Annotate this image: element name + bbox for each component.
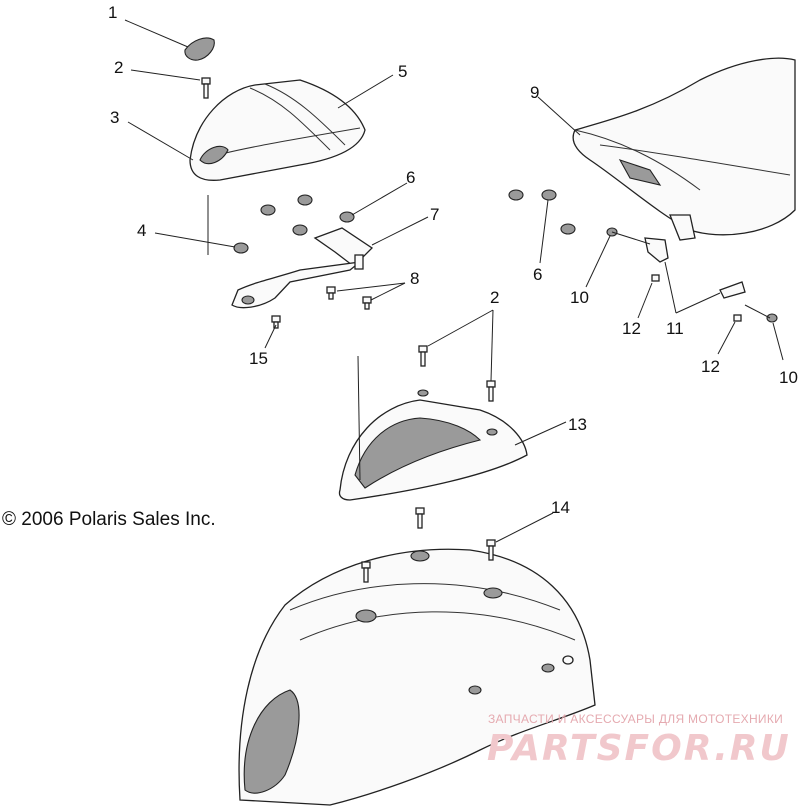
part-clips — [606, 227, 778, 323]
callout-10: 10 — [570, 288, 589, 307]
callout-11: 11 — [666, 319, 684, 338]
callout-2: 2 — [114, 58, 123, 77]
part-grommets-left — [233, 194, 355, 254]
part-passenger-seat — [189, 79, 366, 181]
part-bolt — [201, 77, 211, 99]
callout-5: 5 — [398, 62, 407, 81]
callout-1: 1 — [108, 3, 117, 22]
copyright-notice: © 2006 Polaris Sales Inc. — [2, 509, 216, 530]
callout-14: 14 — [551, 498, 570, 517]
callout-12b: 12 — [701, 357, 720, 376]
callout-12: 12 — [622, 319, 641, 338]
callout-15: 15 — [249, 349, 268, 368]
watermark-brand: PARTSFOR.RU — [487, 728, 791, 769]
part-rear-fender — [238, 507, 596, 806]
callout-10b: 10 — [779, 368, 798, 387]
callout-4: 4 — [137, 221, 146, 240]
part-bracket — [231, 227, 374, 309]
callout-6b: 6 — [533, 265, 542, 284]
part-cap — [184, 37, 215, 61]
leader-lines — [124, 19, 784, 543]
watermark-tagline: ЗАПЧАСТИ И АКСЕССУАРЫ ДЛЯ МОТОТЕХНИКИ — [488, 712, 783, 726]
callout-13: 13 — [568, 415, 587, 434]
part-screws — [271, 286, 372, 329]
callout-7: 7 — [430, 205, 439, 224]
part-rider-seat — [572, 57, 796, 241]
callout-2b: 2 — [490, 288, 499, 307]
watermark: ЗАПЧАСТИ И АКСЕССУАРЫ ДЛЯ МОТОТЕХНИКИ PA… — [487, 712, 791, 769]
part-grommets-right — [508, 189, 576, 235]
callout-3: 3 — [110, 108, 119, 127]
part-seat-cowl — [338, 345, 528, 501]
callout-8: 8 — [410, 269, 419, 288]
callout-9: 9 — [530, 83, 539, 102]
callout-6: 6 — [406, 168, 415, 187]
callout-labels: 1 2 3 4 5 6 7 8 15 9 6 10 12 11 12 10 2 … — [108, 3, 798, 517]
